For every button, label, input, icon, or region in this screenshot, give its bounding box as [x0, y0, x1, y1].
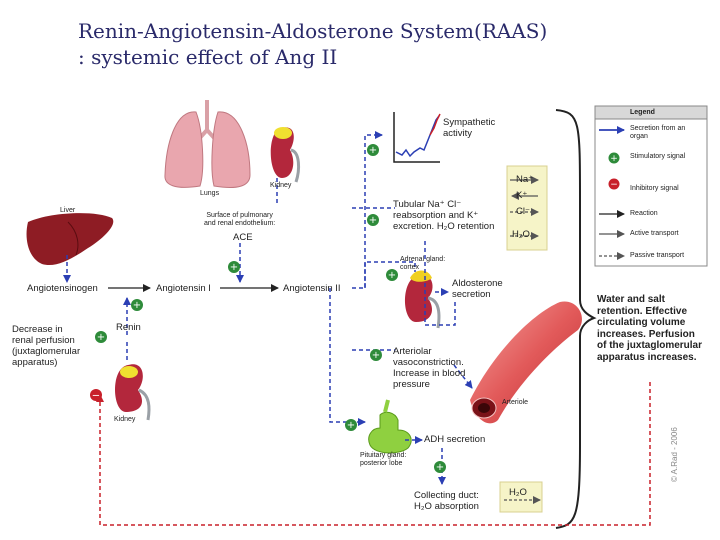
- tubular-line-3: excretion. H₂O retention: [393, 221, 495, 232]
- aldosterone-to-tubular-line: [424, 240, 456, 326]
- liver-illustration: [26, 213, 114, 266]
- decrease-line-1: Decrease in: [12, 324, 63, 335]
- aldosterone-line-1: Aldosterone: [452, 278, 503, 289]
- svg-text:+: +: [230, 262, 238, 273]
- sympathetic-line-2: activity: [443, 128, 473, 139]
- arteriole-label: Arteriole: [502, 399, 529, 406]
- arteriolar-line-1: Arteriolar: [393, 346, 432, 357]
- pituitary-label: Pituitary gland: posterior lobe: [360, 452, 406, 468]
- aldosterone-label: Aldosterone secretion: [452, 278, 503, 300]
- pituitary-illustration: [368, 399, 412, 454]
- surface-label-line-2: and renal endothelium:: [204, 220, 276, 227]
- water-line-3: circulating volume: [597, 317, 686, 328]
- svg-text:+: +: [610, 154, 618, 164]
- lungs-illustration: [164, 100, 251, 189]
- page-title: Renin-Angiotensin-Aldosterone System(RAA…: [78, 18, 547, 70]
- legend-item-active: Active transport: [630, 230, 679, 237]
- to-adrenal-line: [364, 261, 416, 288]
- legend-title: Legend: [630, 109, 655, 116]
- svg-text:−: −: [610, 180, 618, 190]
- svg-text:+: +: [436, 462, 444, 473]
- ion-k-label: K⁺: [516, 190, 528, 201]
- ion-na-label: Na⁺: [516, 174, 534, 185]
- stimulatory-signal-icons: + + + + + + + + +: [95, 144, 446, 473]
- decrease-perfusion-label: Decrease in renal perfusion (juxtaglomer…: [12, 324, 80, 368]
- ace-label: ACE: [233, 232, 253, 243]
- surface-label-line-1: Surface of pulmonary: [206, 212, 273, 219]
- ion-h2o-label: H₂O: [512, 229, 530, 240]
- adh-label: ADH secretion: [424, 434, 486, 445]
- adrenal-line-1: Adrenal gland:: [400, 256, 446, 263]
- tubular-label: Tubular Na⁺ Cl⁻ reabsorption and K⁺ excr…: [393, 199, 494, 232]
- pituitary-line-2: posterior lobe: [360, 460, 403, 467]
- arteriolar-line-4: pressure: [393, 379, 430, 390]
- water-line-1: Water and salt: [597, 294, 665, 305]
- water-line-5: of the juxtaglomerular: [597, 340, 703, 351]
- svg-text:+: +: [133, 300, 141, 311]
- renin-label: Renin: [116, 322, 141, 333]
- arteriolar-line-3: Increase in blood: [393, 368, 466, 379]
- kidney-top-label: Kidney: [270, 182, 292, 189]
- collecting-line-1: Collecting duct:: [414, 490, 479, 501]
- legend-box: + −: [594, 105, 708, 267]
- adrenal-line-2: cortex: [400, 264, 420, 271]
- kidney-bottom-label: Kidney: [114, 416, 136, 423]
- water-line-2: retention. Effective: [597, 305, 688, 317]
- summary-bracket: [555, 109, 597, 529]
- ion-cl-label: Cl⁻: [516, 206, 530, 217]
- adrenal-kidney-illustration: [405, 270, 441, 329]
- decrease-line-3: (juxtaglomerular: [12, 346, 81, 357]
- kidney-top-illustration: [270, 127, 301, 183]
- collecting-line-2: H₂O absorption: [414, 501, 479, 512]
- water-line-4: increases. Perfusion: [597, 328, 695, 340]
- sympathetic-label: Sympathetic activity: [443, 117, 495, 139]
- decrease-line-4: apparatus): [12, 357, 58, 368]
- angiotensin-2-label: Angiotensin II: [283, 283, 341, 294]
- sympathetic-graph: [393, 112, 441, 163]
- ion-transport-box: [506, 165, 548, 251]
- legend-item-secretion: Secretion from an organ: [630, 125, 686, 140]
- title-line-2: : systemic effect of Ang II: [78, 45, 338, 69]
- legend-item-passive: Passive transport: [630, 252, 685, 259]
- svg-text:+: +: [388, 270, 396, 281]
- legend-item-stimulatory: Stimulatory signal: [630, 153, 686, 160]
- legend-item-inhibitory: Inhibitory signal: [630, 185, 679, 192]
- decrease-line-2: renal perfusion: [12, 335, 75, 346]
- pituitary-line-1: Pituitary gland:: [360, 452, 407, 459]
- inhibitory-feedback-loop: [96, 382, 651, 526]
- lungs-label: Lungs: [200, 190, 220, 197]
- surface-label: Surface of pulmonary and renal endotheli…: [204, 212, 275, 228]
- arteriole-illustration: [470, 301, 582, 424]
- tubular-line-1: Tubular Na⁺ Cl⁻: [393, 199, 462, 210]
- arteriolar-label: Arteriolar vasoconstriction. Increase in…: [393, 346, 465, 390]
- to-arteriole-arrow: [453, 364, 473, 389]
- svg-text:+: +: [372, 350, 380, 361]
- svg-text:+: +: [347, 420, 355, 431]
- adrenal-label: Adrenal gland: cortex: [400, 256, 445, 272]
- water-salt-summary: Water and salt retention. Effective circ…: [597, 294, 702, 363]
- angiotensinogen-label: Angiotensinogen: [27, 283, 98, 294]
- kidney-bottom-illustration: [115, 364, 151, 421]
- arteriolar-line-2: vasoconstriction.: [393, 357, 464, 368]
- svg-text:+: +: [369, 145, 377, 156]
- copyright-notice: © A.Rad - 2006: [670, 427, 679, 482]
- tubular-line-2: reabsorption and K⁺: [393, 210, 479, 221]
- to-sympathetic-arrow: [352, 131, 383, 289]
- collecting-duct-label: Collecting duct: H₂O absorption: [414, 490, 479, 512]
- title-line-1: Renin-Angiotensin-Aldosterone System(RAA…: [78, 19, 548, 43]
- sympathetic-line-1: Sympathetic: [443, 117, 496, 128]
- legend-item-reaction: Reaction: [630, 210, 658, 217]
- svg-text:+: +: [369, 215, 377, 226]
- angiotensin-1-label: Angiotensin I: [156, 283, 211, 294]
- to-pituitary-arrow: [329, 288, 366, 426]
- inhibitory-signal-icon: −: [90, 389, 102, 402]
- water-line-6: apparatus increases.: [597, 351, 697, 363]
- svg-text:−: −: [92, 391, 100, 402]
- svg-text:+: +: [97, 332, 105, 343]
- h2o-box-label: H₂O: [509, 487, 527, 498]
- liver-label: Liver: [60, 207, 76, 214]
- aldosterone-line-2: secretion: [452, 289, 491, 300]
